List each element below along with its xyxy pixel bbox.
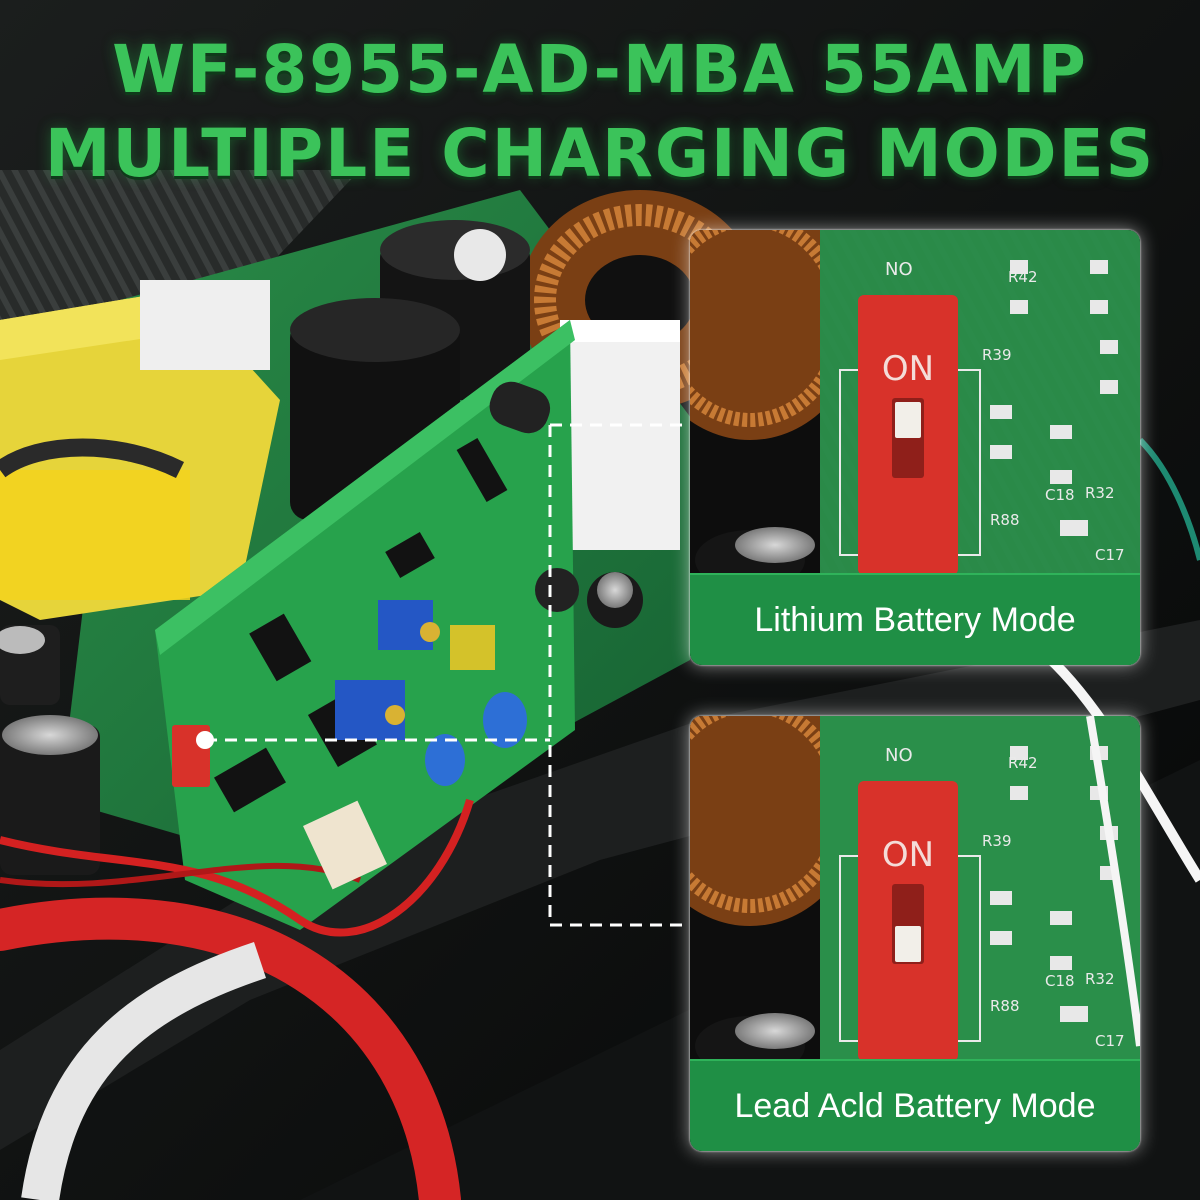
- silk-no-label: NO: [885, 745, 913, 766]
- svg-text:R39: R39: [982, 346, 1012, 364]
- transformer-icon: [0, 290, 280, 620]
- svg-text:R88: R88: [990, 511, 1020, 529]
- headline: WF-8955-AD-MBA 55AMP MULTIPLE CHARGING M…: [0, 28, 1200, 196]
- switch-slider: [895, 926, 921, 962]
- capacitor-icon: [290, 220, 530, 520]
- svg-text:R88: R88: [990, 997, 1020, 1015]
- silk-no-label: NO: [885, 259, 913, 280]
- svg-text:R32: R32: [1085, 970, 1115, 988]
- svg-text:C17: C17: [1095, 1032, 1125, 1050]
- svg-text:R39: R39: [982, 832, 1012, 850]
- svg-text:R42: R42: [1008, 268, 1038, 286]
- lithium-mode-caption: Lithium Battery Mode: [690, 573, 1140, 665]
- svg-text:C18: C18: [1045, 486, 1075, 504]
- svg-text:R32: R32: [1085, 484, 1115, 502]
- headline-feature: MULTIPLE CHARGING MODES: [44, 115, 1156, 192]
- switch-on-label: ON: [882, 835, 934, 875]
- svg-text:C18: C18: [1045, 972, 1075, 990]
- switch-on-label: ON: [882, 349, 934, 389]
- switch-slider: [895, 402, 921, 438]
- callout-lines: [205, 423, 690, 927]
- svg-text:R42: R42: [1008, 754, 1038, 772]
- svg-text:C17: C17: [1095, 546, 1125, 564]
- lead-acid-mode-caption: Lead Acld Battery Mode: [690, 1059, 1140, 1151]
- headline-model: WF-8955-AD-MBA 55AMP: [112, 31, 1088, 108]
